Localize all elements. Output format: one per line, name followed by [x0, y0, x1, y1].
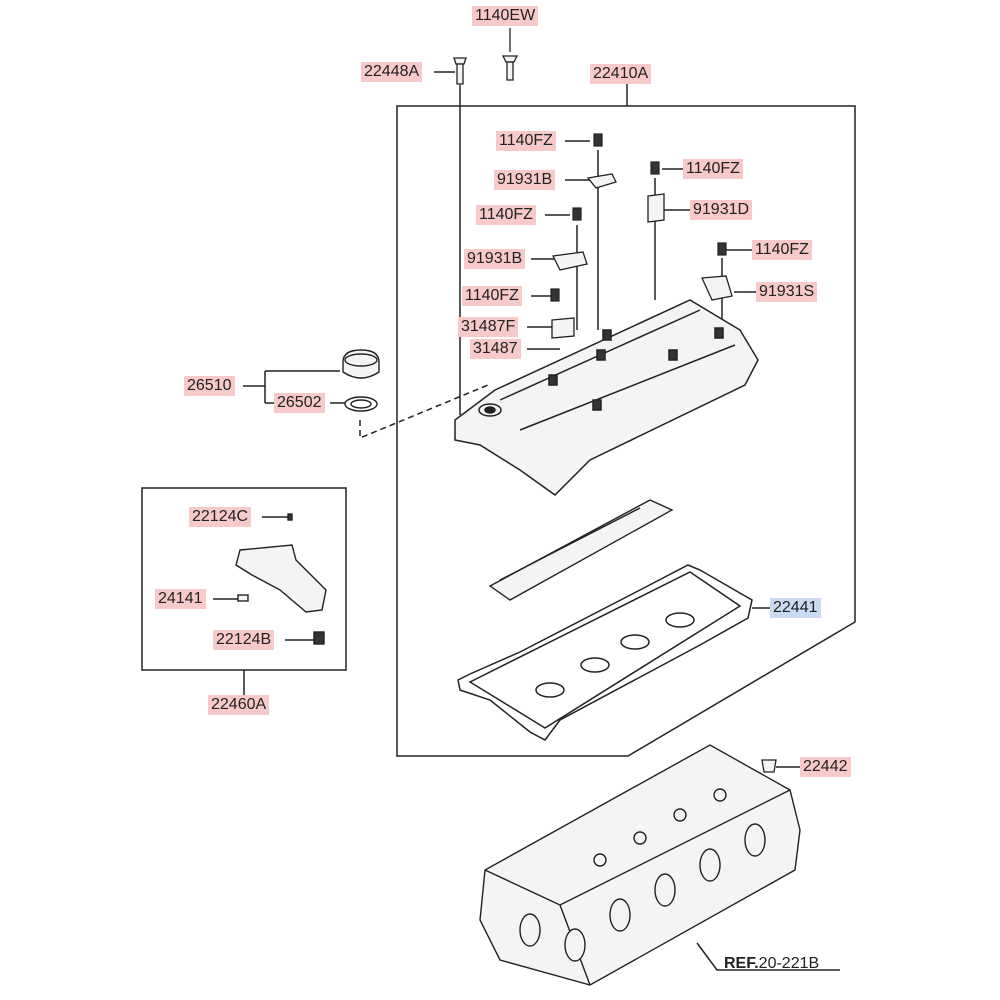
bracket-31487F-icon: [551, 317, 575, 339]
part-label-1140FZ[interactable]: 1140FZ: [683, 159, 743, 179]
part-label-22441[interactable]: 22441: [770, 598, 821, 618]
bracket-91931S-icon: [701, 275, 733, 301]
seal-ring-26502-icon: [344, 396, 378, 412]
part-label-22410A[interactable]: 22410A: [590, 64, 652, 84]
part-label-22124C[interactable]: 22124C: [189, 507, 252, 527]
part-label-91931B[interactable]: 91931B: [464, 249, 526, 269]
cylinder-head-icon: [479, 744, 801, 986]
part-label-91931D[interactable]: 91931D: [690, 200, 753, 220]
assembly-frame-22410A: [396, 105, 856, 757]
part-label-1140EW[interactable]: 1140EW: [472, 6, 539, 26]
part-label-1140FZ[interactable]: 1140FZ: [476, 205, 536, 225]
cylinder-head-cover-icon: [454, 299, 759, 496]
part-label-22448A[interactable]: 22448A: [361, 62, 423, 82]
part-label-26502[interactable]: 26502: [274, 393, 325, 413]
part-label-1140FZ[interactable]: 1140FZ: [496, 131, 556, 151]
part-label-26510[interactable]: 26510: [184, 376, 235, 396]
bolt-icon: [717, 242, 727, 256]
bolt-icon: [572, 207, 582, 221]
reference-prefix: REF.: [724, 955, 759, 972]
bracket-assembly-22460A-icon: [235, 513, 327, 645]
part-label-91931B[interactable]: 91931B: [494, 170, 556, 190]
bolt-22448A-icon: [453, 57, 467, 85]
bolt-1140EW-icon: [501, 28, 519, 81]
part-label-1140FZ[interactable]: 1140FZ: [462, 286, 522, 306]
part-label-1140FZ[interactable]: 1140FZ: [752, 240, 812, 260]
part-label-91931S[interactable]: 91931S: [756, 282, 818, 302]
bracket-91931B-icon: [552, 251, 588, 271]
bolt-icon: [550, 288, 560, 302]
baffle-plate-icon: [488, 499, 674, 601]
rocker-cover-gasket-22441-icon: [457, 564, 753, 741]
part-label-24141[interactable]: 24141: [155, 589, 206, 609]
part-label-22124B[interactable]: 22124B: [213, 630, 275, 650]
oil-filler-cap-26510-icon: [342, 349, 380, 379]
seal-22442-icon: [761, 759, 777, 773]
bracket-91931B-icon: [586, 173, 617, 189]
reference-link[interactable]: REF.20-221B: [724, 955, 819, 973]
bolt-icon: [593, 133, 603, 147]
part-label-31487F[interactable]: 31487F: [458, 317, 519, 337]
part-label-22460A[interactable]: 22460A: [208, 695, 270, 715]
part-label-22442[interactable]: 22442: [800, 757, 851, 777]
part-label-31487[interactable]: 31487: [470, 339, 521, 359]
reference-number: 20-221B: [758, 955, 820, 972]
bolt-icon: [650, 161, 660, 175]
bracket-91931D-icon: [647, 193, 665, 223]
